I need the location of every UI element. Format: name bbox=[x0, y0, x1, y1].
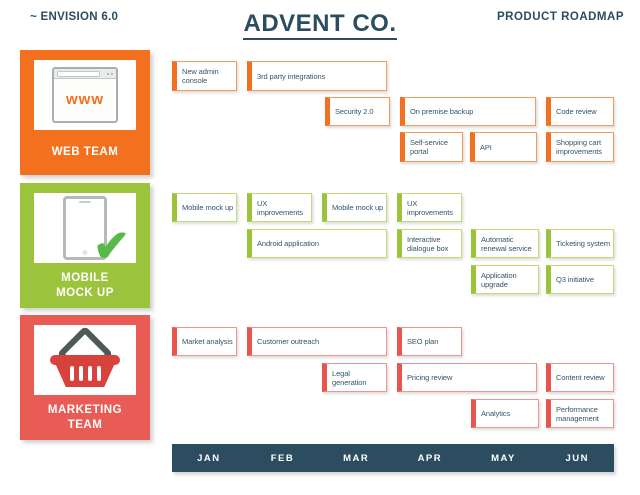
team-panel-marketing: MARKETING TEAM bbox=[20, 315, 150, 440]
roadmap-item-ux-improvements-1: UX improvements bbox=[247, 193, 312, 222]
roadmap-item-market-analysis: Market analysis bbox=[172, 327, 237, 356]
roadmap-item-pricing-review: Pricing review bbox=[397, 363, 537, 392]
roadmap-item-content-review: Content review bbox=[546, 363, 614, 392]
roadmap-item-shopping-cart-improvements: Shopping cart improvements bbox=[546, 132, 614, 162]
month-mar: MAR bbox=[343, 452, 370, 464]
product-version-label: ~ ENVISION 6.0 bbox=[30, 11, 119, 23]
browser-dot bbox=[107, 72, 109, 75]
roadmap-item-3rd-party-integrations: 3rd party integrations bbox=[247, 61, 387, 91]
roadmap-item-code-review: Code review bbox=[546, 97, 614, 126]
roadmap-item-analytics: Analytics bbox=[471, 399, 539, 428]
page-title: ADVENT CO. bbox=[0, 10, 640, 40]
browser-www-icon: www bbox=[52, 67, 118, 123]
roadmap-item-q3-initiative: Q3 initiative bbox=[546, 265, 614, 294]
timeline-month-bar: JAN FEB MAR APR MAY JUN bbox=[172, 444, 614, 472]
shopping-basket-icon bbox=[50, 325, 120, 389]
roadmap-item-application-upgrade: Application upgrade bbox=[471, 265, 539, 294]
team-label-mobile: MOBILE MOCK UP bbox=[56, 271, 114, 299]
team-art-marketing bbox=[34, 325, 136, 395]
roadmap-item-mobile-mock-up-1: Mobile mock up bbox=[172, 193, 237, 222]
roadmap-item-api: API bbox=[470, 132, 537, 162]
browser-body: www bbox=[65, 90, 104, 108]
roadmap-item-automatic-renewal-service: Automatic renewal service bbox=[471, 229, 539, 258]
month-jun: JUN bbox=[565, 452, 589, 464]
team-art-mobile: ✔ bbox=[34, 193, 136, 269]
roadmap-item-customer-outreach: Customer outreach bbox=[247, 327, 387, 356]
browser-titlebar bbox=[54, 69, 116, 79]
roadmap-item-ux-improvements-2: UX improvements bbox=[397, 193, 462, 222]
browser-address-bar bbox=[57, 70, 100, 77]
roadmap-item-self-service-portal: Self-service portal bbox=[400, 132, 463, 162]
roadmap-item-security-2-0: Security 2.0 bbox=[325, 97, 390, 126]
team-panel-mobile: ✔ MOBILE MOCK UP bbox=[20, 183, 150, 308]
month-apr: APR bbox=[417, 452, 443, 464]
roadmap-item-android-application: Android application bbox=[247, 229, 387, 258]
roadmap-item-mobile-mock-up-2: Mobile mock up bbox=[322, 193, 387, 222]
checkmark-icon: ✔ bbox=[93, 222, 130, 271]
roadmap-item-seo-plan: SEO plan bbox=[397, 327, 462, 356]
team-label-web: WEB TEAM bbox=[51, 146, 119, 159]
roadmap-item-new-admin-console: New admin console bbox=[172, 61, 237, 91]
basket-rim bbox=[50, 355, 120, 365]
phone-checkmark-icon bbox=[63, 196, 107, 260]
roadmap-item-on-premise-backup: On premise backup bbox=[400, 97, 536, 126]
roadmap-item-interactive-dialogue-box: Interactive dialogue box bbox=[397, 229, 462, 258]
team-panel-web: www WEB TEAM bbox=[20, 50, 150, 175]
month-may: MAY bbox=[491, 452, 516, 464]
roadmap-item-performance-management: Performance management bbox=[546, 399, 614, 428]
month-jan: JAN bbox=[197, 452, 221, 464]
basket-slots bbox=[50, 366, 120, 381]
month-feb: FEB bbox=[270, 452, 295, 464]
roadmap-item-ticketing-system: Ticketing system bbox=[546, 229, 614, 258]
team-art-web: www bbox=[34, 60, 136, 130]
page-subtitle: PRODUCT ROADMAP bbox=[497, 11, 624, 23]
browser-dot bbox=[111, 72, 113, 75]
roadmap-item-legal-generation: Legal generation bbox=[322, 363, 387, 392]
team-label-marketing: MARKETING TEAM bbox=[47, 403, 123, 431]
basket-body bbox=[55, 363, 115, 387]
